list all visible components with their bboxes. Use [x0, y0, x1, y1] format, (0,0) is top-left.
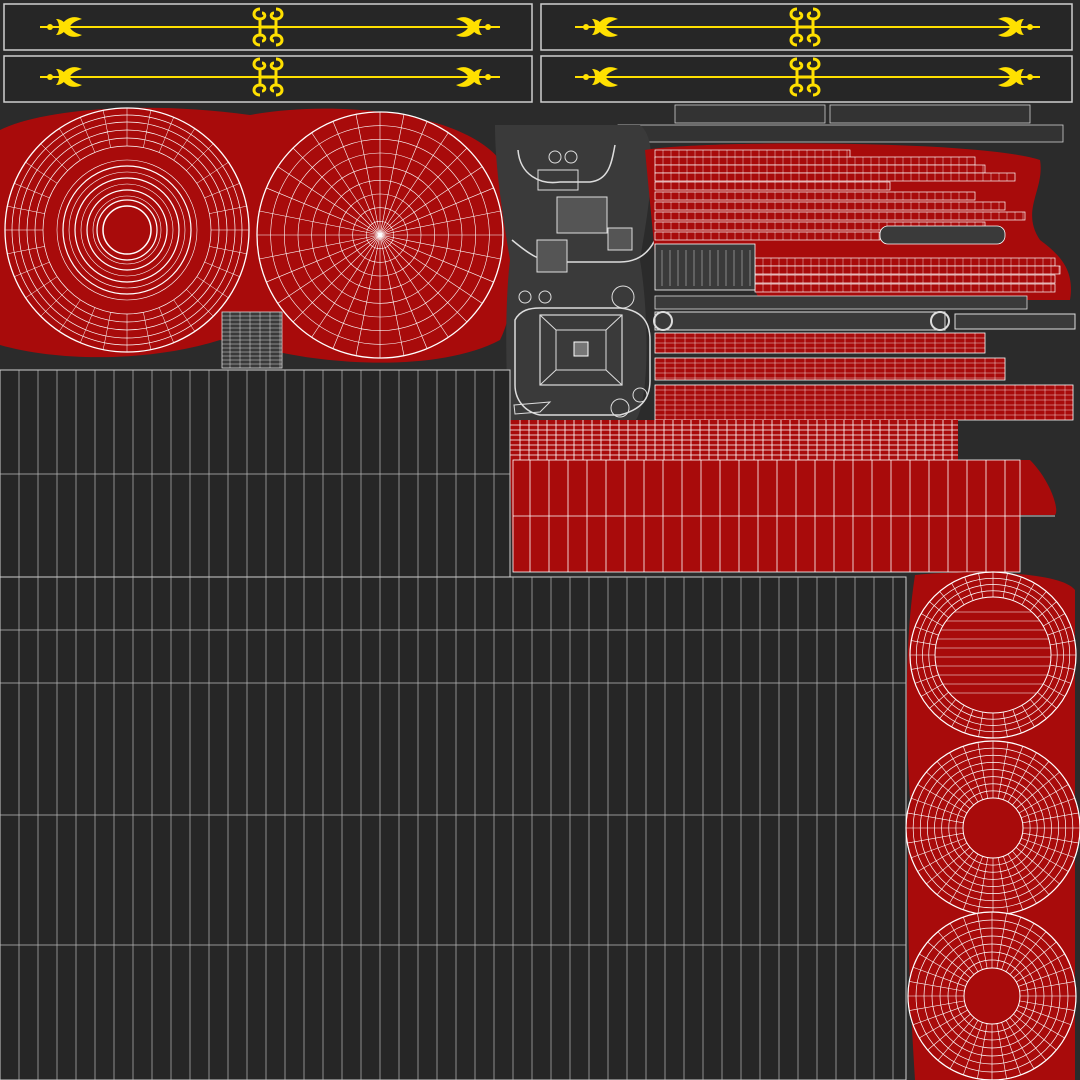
- cylinder-disc-1: [909, 571, 1077, 739]
- radial-disc: [256, 111, 504, 359]
- fabric-block-lower: [510, 420, 1057, 573]
- rod-with-rings: [653, 295, 1076, 331]
- fabric-strips-upper: [654, 149, 1061, 293]
- small-grid-block: [221, 311, 283, 369]
- dark-panel-upper: [0, 369, 511, 578]
- cylinder-disc-3: [907, 911, 1077, 1080]
- dark-panel-lower: [0, 576, 907, 1080]
- cylinder-disc-2: [905, 740, 1080, 916]
- strip-second-left: [3, 55, 533, 103]
- mechanical-parts: [495, 125, 656, 425]
- concentric-disc: [4, 107, 250, 353]
- fabric-strips-middle: [654, 332, 1074, 421]
- strip-top-right: [540, 3, 1073, 51]
- strip-second-right: [540, 55, 1073, 103]
- thin-strips: [617, 104, 1064, 143]
- strip-top-left: [3, 3, 533, 51]
- ornament-strips: [3, 3, 1073, 103]
